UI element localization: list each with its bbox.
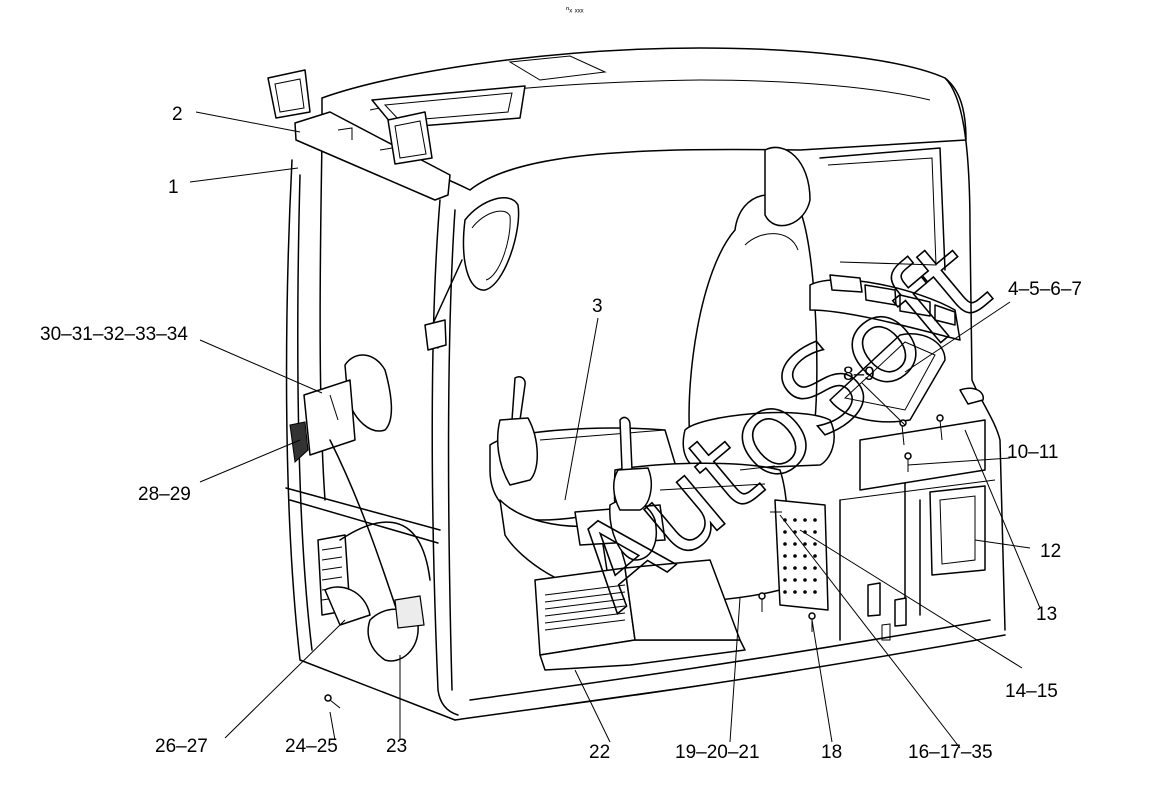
- bolts: [324, 414, 944, 709]
- callout-23: 23: [386, 736, 407, 757]
- floor-cover-22: [534, 559, 746, 671]
- cab-body: [285, 47, 1006, 721]
- perforated-panel: [774, 499, 829, 611]
- callout-13: 13: [1036, 604, 1057, 625]
- callout-10-11: 10–11: [1007, 442, 1058, 463]
- dash-panel: [809, 274, 986, 491]
- top-mark: ⁿₓ ₓₓₓ: [566, 4, 584, 14]
- work-light-bar: [267, 69, 451, 201]
- callout-28-29: 28–29: [138, 484, 191, 505]
- left-door-controls: [289, 354, 431, 662]
- callout-labels: 2 1 3 4–5–6–7 8–9 10–11 12 13 14–15 16–1…: [40, 104, 1082, 763]
- callout-16-17-35: 16–17–35: [908, 742, 993, 763]
- leader-lines: [189, 111, 1041, 749]
- operator-seat: [682, 146, 835, 471]
- callout-2: 2: [172, 104, 183, 125]
- callout-4-7: 4–5–6–7: [1008, 279, 1082, 300]
- callout-8-9: 8–9: [843, 364, 875, 385]
- vent-slots: [544, 584, 626, 631]
- callout-19-21: 19–20–21: [675, 742, 760, 763]
- callout-24-25: 24–25: [285, 736, 338, 757]
- callout-14-15: 14–15: [1005, 681, 1058, 702]
- callout-18: 18: [821, 742, 842, 763]
- mirror: [424, 197, 520, 351]
- callout-1: 1: [168, 177, 179, 198]
- callout-12: 12: [1040, 541, 1061, 562]
- perforation-holes: [783, 518, 817, 594]
- callout-26-27: 26–27: [155, 736, 208, 757]
- callout-3: 3: [592, 296, 603, 317]
- callout-22: 22: [589, 742, 610, 763]
- callout-30-34: 30–31–32–33–34: [40, 324, 188, 345]
